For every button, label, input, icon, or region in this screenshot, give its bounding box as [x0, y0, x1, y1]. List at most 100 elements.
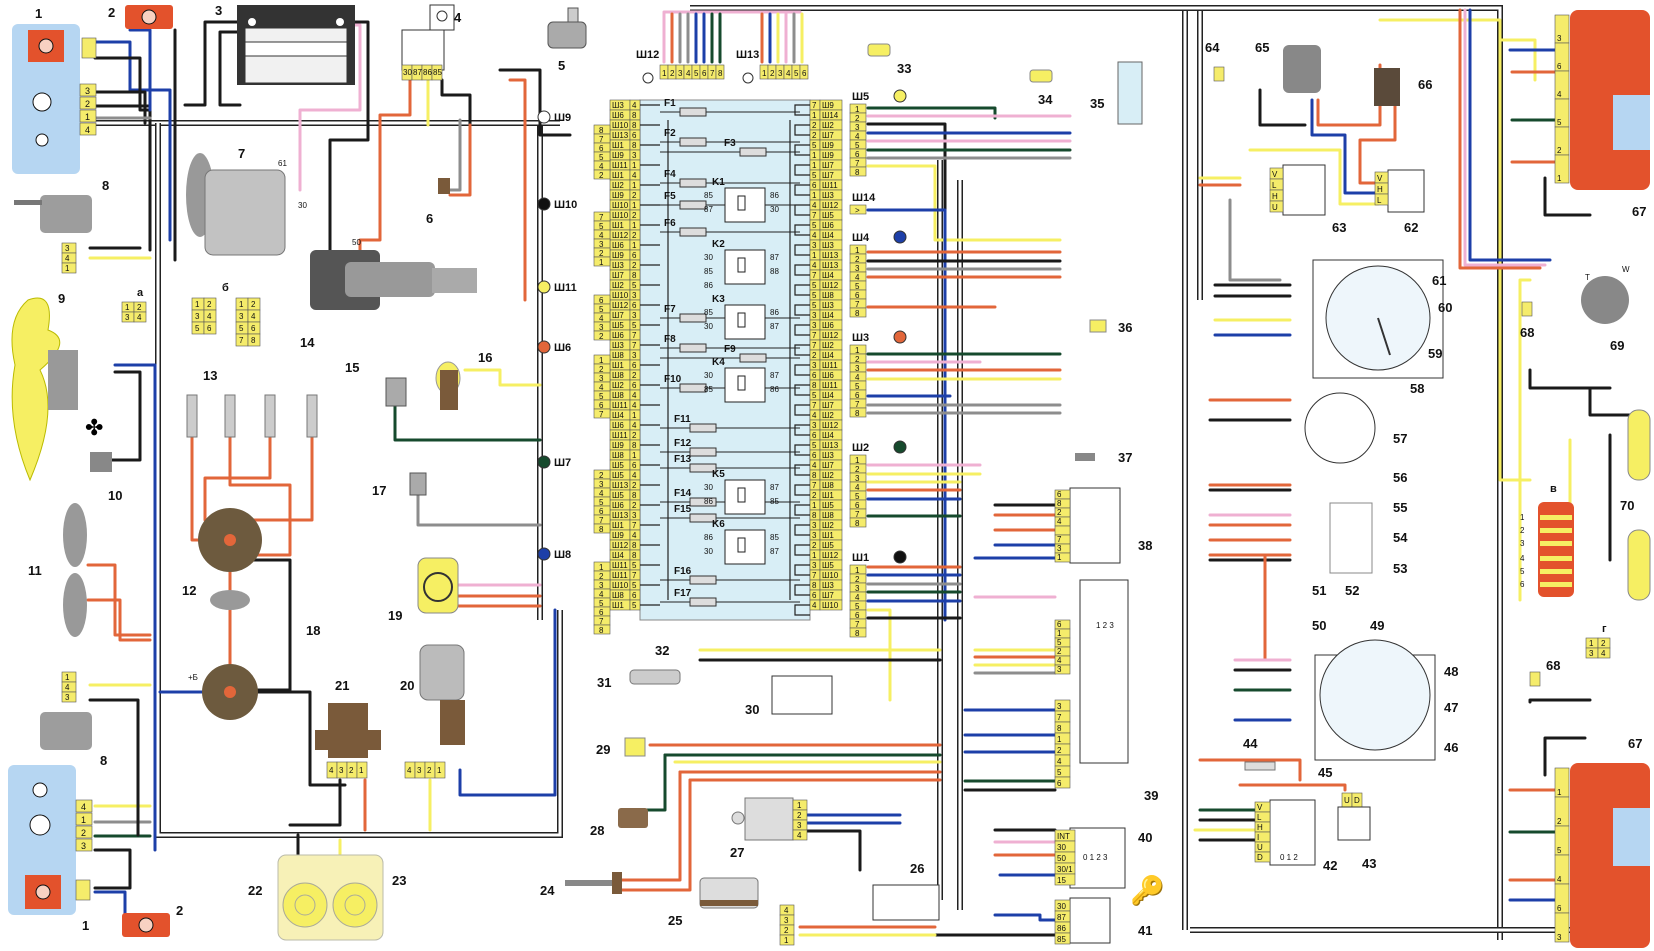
harness-pin-label: 4 — [599, 314, 604, 323]
component-number: 65 — [1255, 40, 1269, 55]
fuse-pin-harness-label: Ш6 — [612, 331, 624, 340]
fuse-pin-number-label: 1 — [632, 241, 637, 250]
component-8-washer-pump: 3 4 1 8 — [14, 178, 109, 274]
harness-pin-label: 4 — [599, 383, 604, 392]
pin-label: 3 — [1057, 702, 1062, 711]
harness-block-label: Ш13 — [736, 49, 759, 61]
fuse-pin-harness-label: Ш5 — [612, 461, 624, 470]
sw39-pin — [1054, 776, 1071, 789]
fuse-pin-number-label: 5 — [812, 291, 817, 300]
fuse-pin-number-label: 1 — [812, 251, 817, 260]
component-number: 50 — [1312, 618, 1326, 633]
relay-pin-label: 87 — [704, 205, 713, 214]
fuse-pin-harness-label: Ш12 — [822, 281, 839, 290]
fuse-pin-harness-label: Ш11 — [612, 161, 628, 170]
fuse-box-trace — [794, 604, 810, 616]
harness-pin-label: 7 — [855, 159, 860, 168]
component-31-underhood-lamp: 31 — [597, 669, 681, 690]
harness-pin-label: 2 — [855, 255, 860, 264]
fuse-pin-number-label: 8 — [632, 441, 637, 450]
relay-pin-label: 86 — [704, 281, 713, 290]
harness-color-dot — [537, 547, 551, 561]
fuse-pin-number-label: 6 — [812, 591, 817, 600]
component-17-oil-pressure-sensor: 17 — [372, 472, 427, 498]
pin-label: 4 — [1557, 875, 1562, 884]
fuse-pin-harness-label: Ш7 — [612, 311, 624, 320]
component-number: 62 — [1404, 220, 1418, 235]
fuse-pin-number-label: 3 — [812, 361, 817, 370]
pin-label: L — [1257, 813, 1262, 822]
harness-pin-label: 4 — [599, 590, 604, 599]
harness-block-label: Ш2 — [852, 442, 869, 454]
component-34-door-switch: 34 — [1029, 69, 1053, 107]
pin-label: 5 — [1057, 768, 1062, 777]
harness-pin-label: 8 — [718, 69, 723, 78]
pin: 6 — [207, 324, 212, 333]
fuse-pin-harness — [819, 599, 843, 611]
component-number: 55 — [1393, 500, 1407, 515]
fuse-pin-number-label: 3 — [632, 511, 637, 520]
pin-label: 1 — [1557, 174, 1562, 183]
fuse-label: F8 — [664, 334, 676, 345]
fuse-pin-number-label: 7 — [812, 271, 817, 280]
fuse-f5 — [679, 200, 707, 210]
fuse-pin-number-label: 2 — [632, 211, 637, 220]
harness-pin-label: 5 — [599, 305, 604, 314]
harness-pin-label: 4 — [855, 593, 860, 602]
fuse-pin-number-label: 8 — [632, 111, 637, 120]
component-64-connector: 64 — [1205, 40, 1225, 82]
fuse-pin-harness-label: Ш8 — [612, 391, 624, 400]
fuse-pin-number-label: 6 — [632, 131, 637, 140]
relay-label: K1 — [712, 177, 725, 188]
fuse-pin-harness-label: Ш10 — [612, 581, 629, 590]
fuse-pin-harness-label: Ш3 — [612, 101, 624, 110]
harness-pin-label: 5 — [694, 69, 699, 78]
harness-pin-label: 2 — [670, 69, 675, 78]
fuse-pin-harness-label: Ш3 — [822, 451, 834, 460]
pin-label: 6 — [1057, 490, 1062, 499]
pin: 3 — [339, 766, 344, 775]
fuse-f17 — [689, 597, 717, 607]
fuse-pin-harness-label: Ш1 — [612, 361, 624, 370]
pin: 3 — [81, 841, 86, 851]
component-number: 51 — [1312, 583, 1326, 598]
pin: 3 — [85, 86, 90, 96]
pin: 4 — [784, 906, 789, 915]
fuse-pin-number-label: 3 — [632, 291, 637, 300]
relay-pin-label: 86 — [704, 533, 713, 542]
fuse-pin-number-label: 4 — [632, 401, 637, 410]
fuse-pin-number-label: 2 — [632, 261, 637, 270]
fuse-pin-harness-label: Ш4 — [822, 391, 834, 400]
fuse-pin-number-label: 3 — [812, 321, 817, 330]
fuse-pin-number-label: 5 — [812, 391, 817, 400]
component-57-voltmeter: 57 — [1304, 392, 1407, 464]
harness-pin-label: 3 — [855, 584, 860, 593]
connector-view-v: в 1 2 3 4 5 6 — [1520, 483, 1574, 597]
harness-pin-label: 2 — [599, 471, 604, 480]
fuse-box-trace — [794, 504, 810, 516]
component-number: 60 — [1438, 300, 1452, 315]
component-number: 20 — [400, 678, 414, 693]
harness-pin-label: 3 — [855, 123, 860, 132]
fuse-pin-number-label: 5 — [632, 561, 637, 570]
relay-pin-label: 85 — [704, 385, 713, 394]
harness-block-label: Ш10 — [554, 199, 577, 211]
fuse-pin-number-label: 4 — [812, 601, 817, 610]
pin: 4 — [407, 766, 412, 775]
component-5-solenoid: 5 — [547, 7, 587, 73]
harness-pin-label: 5 — [599, 153, 604, 162]
pin: 1 — [65, 264, 70, 273]
fuse-f15 — [689, 513, 717, 523]
fuse-box-trace — [794, 564, 810, 576]
harness-pin-label: 3 — [599, 581, 604, 590]
pin: 3 — [195, 312, 200, 321]
harness-pin-label: 3 — [778, 69, 783, 78]
component-number: 40 — [1138, 830, 1152, 845]
fuse-pin-number-label: 7 — [812, 481, 817, 490]
relay-pin-label: 85 — [770, 533, 779, 542]
component-number: 4 — [454, 10, 462, 25]
